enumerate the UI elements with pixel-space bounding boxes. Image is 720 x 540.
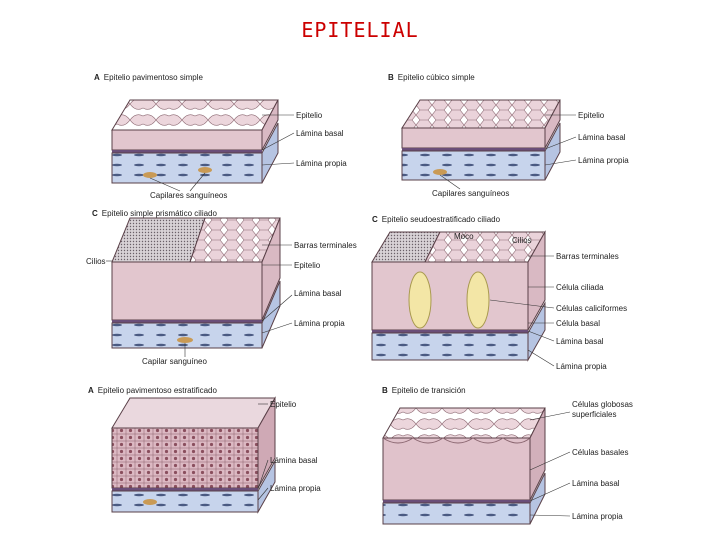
label-c2-barras: Barras terminales: [556, 252, 619, 261]
label-b-epitelio: Epitelio: [578, 111, 605, 120]
label-c1-barras: Barras terminales: [294, 241, 357, 250]
label-c2-cilios: Cilios: [512, 236, 532, 245]
label-c2-caliciformes: Células caliciformes: [556, 304, 628, 313]
label-c2-lamina-basal: Lámina basal: [556, 337, 604, 346]
label-c1-lamina-basal: Lámina basal: [294, 289, 342, 298]
label-b-lamina-basal: Lámina basal: [578, 133, 626, 142]
label-b-lamina-propia: Lámina propia: [578, 156, 629, 165]
label-c1-cilios: Cilios: [86, 257, 106, 266]
label-a2-lamina-propia: Lámina propia: [270, 484, 321, 493]
label-c1-epitelio: Epitelio: [294, 261, 321, 270]
label-b-capilares: Capilares sanguíneos: [432, 189, 510, 198]
label-b2-globosas: Células globosas superficiales: [572, 400, 633, 419]
label-a-capilares: Capilares sanguíneos: [150, 191, 228, 200]
label-c1-lamina-propia: Lámina propia: [294, 319, 345, 328]
label-a-lamina-propia: Lámina propia: [296, 159, 347, 168]
label-a-epitelio: Epitelio: [296, 111, 323, 120]
label-c2-moco: Moco: [454, 232, 474, 241]
panel-b2-diagram: [382, 407, 546, 525]
panel-b-diagram: [401, 99, 561, 181]
label-a-lamina-basal: Lámina basal: [296, 129, 344, 138]
label-c2-celula-ciliada: Célula ciliada: [556, 283, 604, 292]
label-b2-basales: Células basales: [572, 448, 629, 457]
label-c2-lamina-propia: Lámina propia: [556, 362, 607, 371]
label-b2-lamina-propia: Lámina propia: [572, 512, 623, 521]
label-a2-lamina-basal: Lámina basal: [270, 456, 318, 465]
panel-c2-diagram: [371, 230, 546, 362]
page-title: EPITELIAL: [301, 18, 419, 42]
panel-a-diagram: [111, 99, 279, 184]
label-c1-capilar: Capilar sanguíneo: [142, 357, 207, 366]
panel-a2-diagram: [111, 396, 276, 514]
label-b2-lamina-basal: Lámina basal: [572, 479, 620, 488]
label-a2-epitelio: Epitelio: [270, 400, 297, 409]
label-c2-celula-basal: Célula basal: [556, 319, 601, 328]
